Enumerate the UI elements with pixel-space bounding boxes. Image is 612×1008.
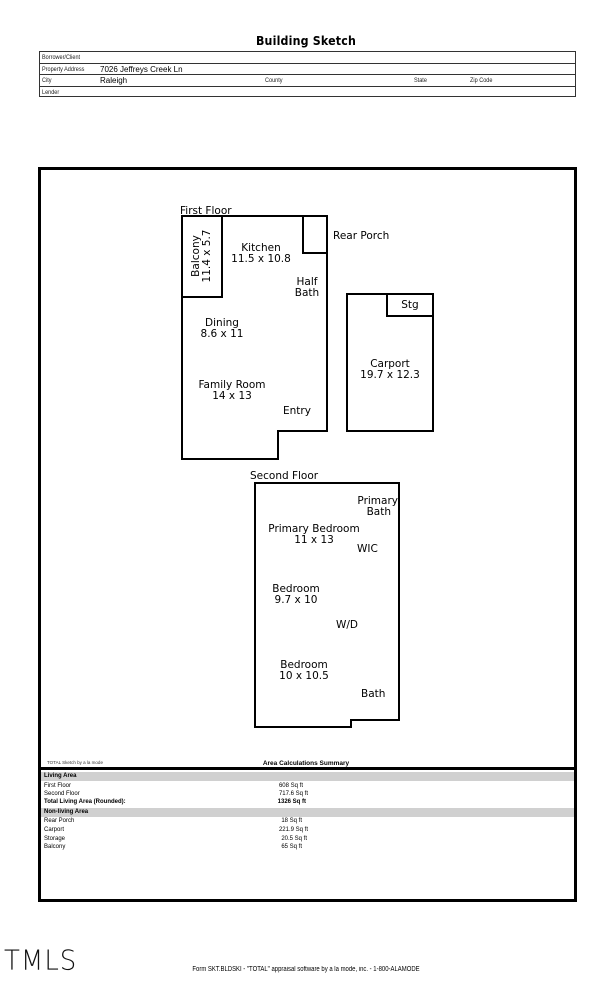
sketch-credit: TOTAL Sketch by a la mode [47,760,103,765]
kitchen-dims: 11.5 x 10.8 [231,253,291,265]
living-row-label: First Floor [44,783,71,789]
carport-name: Carport [370,358,410,370]
total-living-label: Total Living Area (Rounded): [44,799,126,805]
carport-dims: 19.7 x 12.3 [360,369,420,381]
primary-bedroom-name: Primary Bedroom [268,523,360,535]
dining-label: Dining 8.6 x 11 [182,318,262,340]
form-footer-text: Form SKT.BLDSKI - "TOTAL" appraisal soft… [192,966,420,973]
sketch-frame [38,167,577,902]
summary-title: Area Calculations Summary [262,760,350,767]
city-row: City Raleigh County State Zip Code [40,75,575,87]
wic-label: WIC [357,543,378,555]
half-bath-label: Half Bath [287,277,327,299]
family-room-name: Family Room [198,379,266,391]
primary-bedroom-label: Primary Bedroom 11 x 13 [258,524,370,546]
bedroom2-dims: 10 x 10.5 [279,670,329,682]
bedroom2-label: Bedroom 10 x 10.5 [264,660,344,682]
page-title: Building Sketch [255,34,357,48]
balcony-dims: 11.4 x 5.7 [201,229,213,283]
borrower-row: Borrower/Client [40,52,575,64]
living-row-value: 717.6 Sq ft [278,791,308,797]
property-header-table: Borrower/Client Property Address 7026 Je… [39,51,576,97]
second-floor-label: Second Floor [250,470,319,482]
kitchen-label: Kitchen 11.5 x 10.8 [221,243,301,265]
address-label: Property Address [42,65,85,73]
address-value: 7026 Jeffreys Creek Ln [100,64,183,74]
rear-porch-outline [302,215,328,254]
nonliving-row-value: 221.9 Sq ft [278,827,308,833]
rear-porch-label: Rear Porch [333,230,390,242]
summary-divider [38,767,577,770]
dining-dims: 8.6 x 11 [200,328,244,340]
storage-label: Stg [401,299,419,311]
mls-logo: TMLS [4,945,78,977]
bedroom2-name: Bedroom [280,659,328,671]
city-label: City [42,77,52,84]
nonliving-area-header: Non-living Area [44,809,89,815]
first-floor-label: First Floor [180,205,232,217]
lender-label: Lender [42,88,60,96]
nonliving-row-label: Rear Porch [44,818,75,824]
primary-bedroom-dims: 11 x 13 [294,534,334,546]
entry-label: Entry [283,405,311,417]
bedroom1-dims: 9.7 x 10 [274,594,318,606]
dining-name: Dining [205,317,239,329]
living-area-header: Living Area [44,773,77,779]
nonliving-row-label: Storage [44,836,66,842]
half-bath-line1: Half [296,276,318,288]
total-living-value: 1326 Sq ft [277,799,306,805]
bedroom1-name: Bedroom [272,583,320,595]
state-label: State [414,77,427,84]
nonliving-row-label: Balcony [44,844,66,850]
primary-bath-line2: Bath [366,506,391,518]
family-room-dims: 14 x 13 [212,390,252,402]
primary-bath-label: Primary Bath [340,496,398,518]
storage-outline [386,293,434,317]
bedroom1-label: Bedroom 9.7 x 10 [256,584,336,606]
second-floor-outline [254,482,400,728]
nonliving-row-label: Carport [44,827,65,833]
bath-label: Bath [361,688,386,700]
address-row: Property Address 7026 Jeffreys Creek Ln [40,64,575,75]
county-label: County [265,77,283,84]
borrower-label: Borrower/Client [42,54,81,61]
living-row-value: 608 Sq ft [278,783,303,789]
living-area-band [41,772,574,781]
carport-label: Carport 19.7 x 12.3 [347,359,433,381]
nonliving-area-band [41,808,574,817]
balcony-outline [181,215,223,298]
nonliving-row-value: 65 Sq ft [281,844,302,850]
living-row-label: Second Floor [44,791,80,797]
half-bath-line2: Bath [294,287,320,299]
nonliving-row-value: 18 Sq ft [281,818,302,824]
nonliving-row-value: 20.5 Sq ft [281,836,307,842]
family-room-label: Family Room 14 x 13 [182,380,282,402]
zip-label: Zip Code [470,77,493,84]
lender-row: Lender [40,87,575,99]
primary-bath-line1: Primary [357,495,398,507]
kitchen-name: Kitchen [241,242,281,254]
wd-label: W/D [336,619,359,631]
city-value: Raleigh [100,76,128,85]
